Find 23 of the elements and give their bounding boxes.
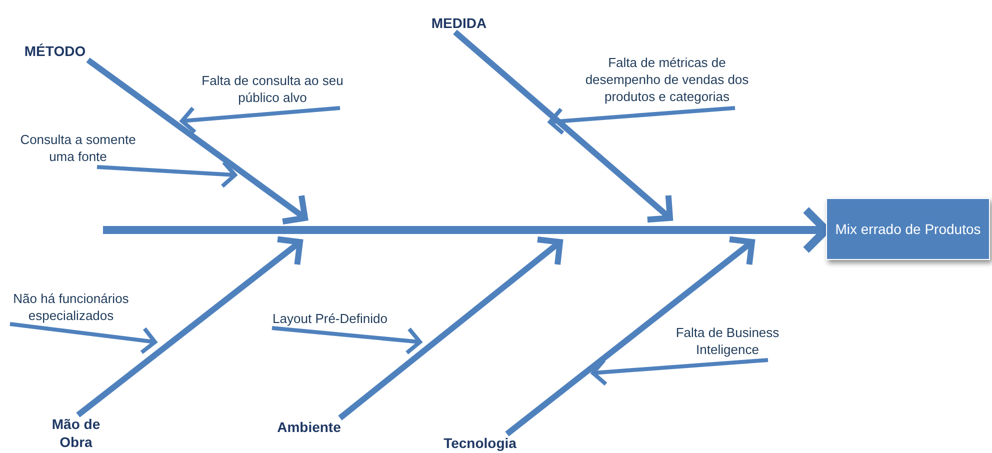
arrow — [548, 106, 736, 136]
category-label: MEDIDA — [428, 14, 490, 32]
arrow — [338, 236, 563, 420]
arrow — [272, 326, 422, 355]
arrow — [86, 58, 308, 225]
cause-label: Layout Pré-Definido — [268, 310, 392, 328]
cause-label: Falta de Business Inteligence — [660, 324, 795, 360]
arrow — [453, 30, 673, 223]
arrow — [591, 358, 768, 386]
cause-label: Falta de consulta ao seu público alvo — [200, 72, 345, 108]
category-label: MÉTODO — [22, 42, 88, 60]
arrow — [180, 106, 340, 134]
effect-box: Mix errado de Produtos — [826, 198, 990, 260]
category-label: Mão de Obra — [45, 415, 107, 451]
arrow — [96, 160, 237, 188]
arrow — [76, 236, 303, 418]
arrow — [10, 322, 157, 354]
arrow — [505, 236, 755, 436]
cause-label: Não há funcionários especializados — [8, 290, 134, 324]
cause-label: Falta de métricas de desempenho de vendas dos produtos e categorias — [572, 54, 762, 108]
category-label: Ambiente — [273, 418, 345, 436]
cause-label: Consulta a somente uma fonte — [8, 131, 148, 167]
category-label: Tecnologia — [440, 434, 520, 452]
